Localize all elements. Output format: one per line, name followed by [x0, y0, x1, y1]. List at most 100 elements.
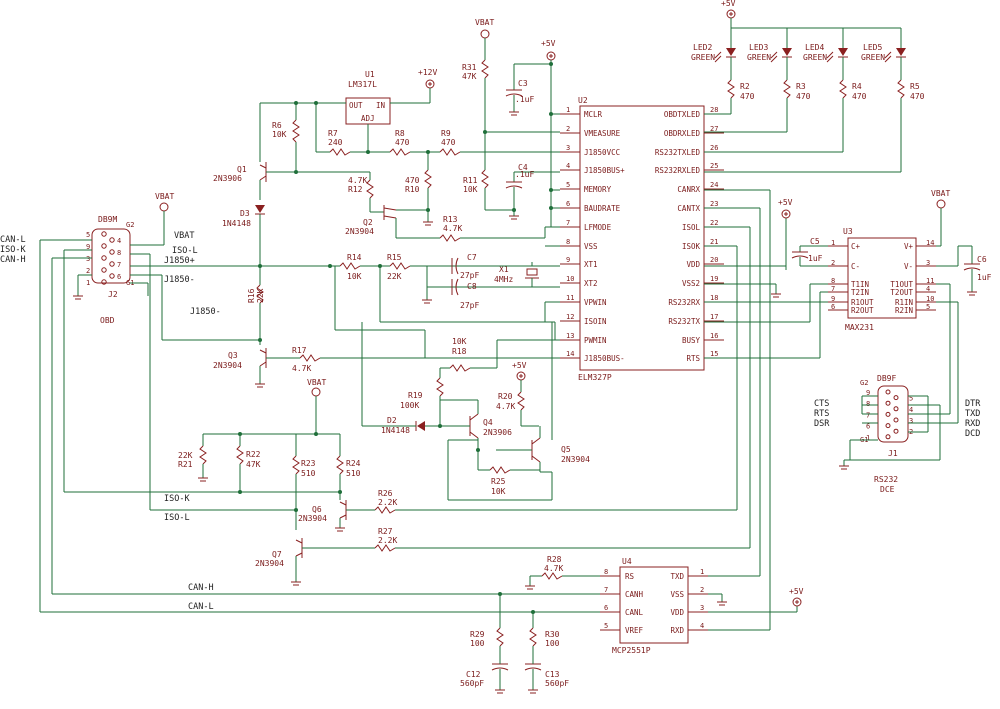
d2-ref: D2 [387, 416, 397, 425]
u4-pin-2-number: 2 [700, 586, 704, 594]
capacitor-c3: C3 .1uF [505, 64, 534, 116]
u2-pin-14-number: 14 [566, 350, 574, 358]
c13-ref: C13 [545, 670, 560, 679]
j2-net-j1850m: J1850- [164, 275, 195, 285]
u2-pin-26-name: RS232TXLED [655, 148, 701, 157]
q3-value: 2N3904 [213, 361, 242, 370]
u4-pin-5-name: VREF [625, 626, 644, 635]
u2-pin-19-number: 19 [710, 275, 718, 283]
u2-elm327: U2 ELM327P [578, 96, 705, 382]
u2-pin-28-number: 28 [710, 106, 718, 114]
j1-pin-2-contact [893, 428, 899, 434]
led-led4-color: GREEN [803, 53, 827, 62]
r29-ref: R29 [470, 630, 485, 639]
transistor-q3: Q3 2N3904 [213, 348, 267, 388]
u2-pin-13-name: PWMIN [584, 336, 607, 345]
u3-pin-10-number: 10 [926, 295, 934, 303]
j1-g2: G2 [860, 379, 868, 387]
r17-value: 4.7K [292, 364, 311, 373]
r8-value: 470 [395, 138, 410, 147]
r10-ref: R10 [405, 185, 420, 194]
q2-value: 2N3904 [345, 227, 374, 236]
supply-5v-u4: +5V [789, 587, 804, 607]
u2-pin-3-name: J1850VCC [584, 148, 620, 157]
u3-pin-14-number: 14 [926, 239, 934, 247]
net-iso-k: ISO-K [164, 494, 190, 504]
r6-value: 10K [272, 130, 287, 139]
j1-pin-8-number: 8 [866, 400, 870, 408]
led-array: LED2GREENR2470LED3GREENR3470LED4GREENR44… [691, 28, 925, 104]
j1-net-txd: TXD [965, 409, 980, 419]
j2-net-iso-l: ISO-L [172, 246, 198, 256]
net-can-l: CAN-L [188, 602, 214, 612]
r19-value: 100K [400, 401, 419, 410]
j1-pin-9-number: 9 [866, 389, 870, 397]
resistor-r28: R28 4.7K [525, 555, 600, 590]
c5-value: 1uF [808, 254, 823, 263]
u2-pin-16-name: BUSY [682, 336, 701, 345]
u2-pin-1-name: MCLR [584, 110, 603, 119]
u3-pin-10-name: R1IN [895, 298, 913, 307]
supply-vbat-r31: VBAT R31 47K [462, 18, 560, 133]
u2-pin-15-number: 15 [710, 350, 718, 358]
u2-pin-27-name: OBDRXLED [664, 129, 701, 138]
resistor-r14: R14 10K [339, 253, 362, 281]
r12-value: 4.7K [348, 176, 367, 185]
r25-value: 10K [491, 487, 506, 496]
j1-net-rxd: RXD [965, 419, 980, 429]
u2-pin-10-number: 10 [566, 275, 574, 283]
r19-ref: R19 [408, 391, 423, 400]
u2-pin-9-name: XT1 [584, 260, 598, 269]
d2-value: 1N4148 [381, 426, 410, 435]
u3-pin-6-number: 6 [831, 303, 835, 311]
capacitor-c13: C13 560pF [524, 660, 569, 694]
resistor-r4 [839, 79, 847, 99]
j1-pin-5-contact [893, 395, 899, 401]
u3-pin-14-name: V+ [904, 242, 914, 251]
u2-pin-17-name: RS232TX [668, 317, 700, 326]
u2-pin-21-number: 21 [710, 238, 718, 246]
led-led3-ray1 [770, 51, 778, 59]
transistor-q4: Q4 2N3906 [440, 399, 512, 470]
capacitor-c5: C5 1uF [785, 237, 828, 270]
p5v-label-3: +5V [512, 361, 527, 370]
supply-5v-leds: +5V [721, 0, 901, 29]
r14-ref: R14 [347, 253, 362, 262]
r15-ref: R15 [387, 253, 402, 262]
u2-pin-25-name: RS232RXLED [655, 166, 701, 175]
led-led4-ray2 [826, 55, 834, 63]
r21-value: 22K [178, 451, 193, 460]
u2-pin-12-number: 12 [566, 313, 574, 321]
u2-pin-4-name: J1850BUS+ [584, 166, 625, 175]
u2-pin-28-name: OBDTXLED [664, 110, 701, 119]
j1-pin-3-contact [893, 417, 899, 423]
led-led3-color: GREEN [747, 53, 771, 62]
u3-pin-5-name: R2IN [895, 306, 913, 315]
q7-value: 2N3904 [255, 559, 284, 568]
u2-pin-23-number: 23 [710, 200, 718, 208]
u2-pin-20-name: VDD [686, 260, 700, 269]
c7-ref: C7 [467, 253, 477, 262]
q4-value: 2N3906 [483, 428, 512, 437]
r26-value: 2.2K [378, 498, 397, 507]
u4-part: MCP2551P [612, 646, 651, 655]
j2-pin-8-contact [109, 249, 115, 255]
r3-ref: R3 [796, 82, 806, 91]
q7-ref: Q7 [272, 550, 282, 559]
u3-pin-9-number: 9 [831, 295, 835, 303]
u1-part: LM317L [348, 80, 377, 89]
resistor-r19: R19 100K [400, 377, 444, 410]
r25-ref: R25 [491, 477, 506, 486]
j1-name: DB9F [877, 374, 896, 383]
u3-max231: U3 MAX231 [843, 227, 917, 332]
r7-value: 240 [328, 138, 343, 147]
q3-ref: Q3 [228, 351, 238, 360]
r21-ref: R21 [178, 460, 193, 469]
u2-pin-6-number: 6 [566, 200, 570, 208]
led-led5-ref: LED5 [863, 43, 882, 52]
u2-pin-11-number: 11 [566, 294, 574, 302]
r24-value: 510 [346, 469, 361, 478]
u1-in-label: IN [376, 101, 385, 110]
